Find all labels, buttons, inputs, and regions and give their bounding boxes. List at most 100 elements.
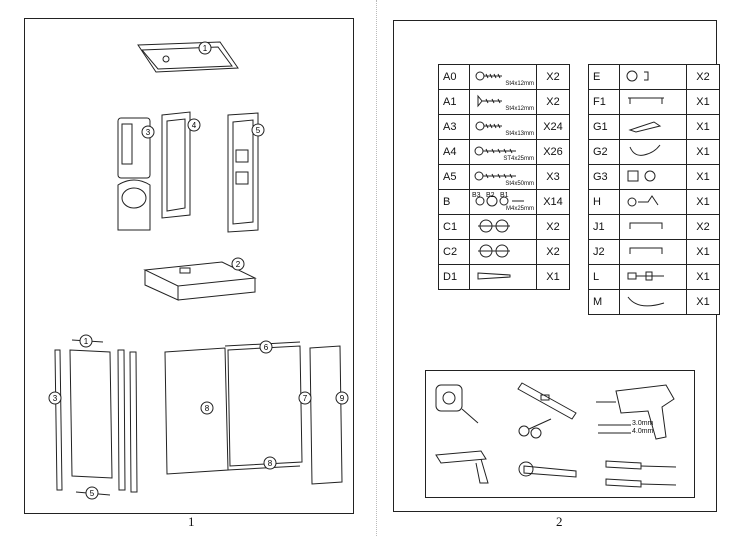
part-size: M4x25mm [505,206,534,212]
svg-text:3: 3 [53,394,58,403]
hose-hook-icon [619,139,687,165]
screwdriver-icon [605,460,677,470]
spirit-level-icon [517,382,577,420]
part-code: A5 [438,164,470,190]
part-quantity: X1 [536,264,570,290]
part-quantity: X14 [536,189,570,215]
parts_right-row: L X1 [588,264,720,290]
svg-text:7: 7 [303,394,308,403]
callout-panel-b: 4 [187,118,201,132]
sub-part-label: B3 [472,192,481,199]
shower-hose-icon [619,289,687,315]
part-size: St4x13mm [505,131,534,137]
side-panel-illustration-c [227,112,259,233]
callout-top-rail: 6 [259,340,273,354]
svg-text:1: 1 [84,337,89,346]
long-screw-icon: St4x50mm [469,164,537,190]
svg-text:6: 6 [264,343,269,352]
parts_left-row: C1 X2 [438,214,570,240]
callout-frame-9: 9 [335,391,349,405]
svg-text:2: 2 [236,260,241,269]
svg-text:4: 4 [192,121,197,130]
drill-size-3mm: 3.0mm [632,420,654,427]
drain-pipe-icon [619,264,687,290]
svg-text:5: 5 [256,126,261,135]
part-quantity: X1 [686,89,720,115]
callout-frame-7: 7 [298,391,312,405]
callout-bottom: 5 [85,486,99,500]
page-number-right: 2 [556,514,563,529]
part-code: C1 [438,214,470,240]
handle-icon [619,239,687,265]
part-quantity: X2 [536,214,570,240]
drill-size-4mm: 4.0mm [632,428,654,435]
callout-frame-3: 3 [48,391,62,405]
part-quantity: X2 [536,64,570,90]
towel-bar-icon [619,89,687,115]
part-code: A1 [438,89,470,115]
enclosure-frame-illustration [54,339,343,496]
side-panel-illustration-a [117,117,151,231]
screwdriver-icon [605,478,677,488]
callout-frame-8: 8 [200,401,214,415]
holder-icon [619,164,687,190]
electric-drill-icon [596,384,675,440]
part-quantity: X1 [686,189,720,215]
cap-icon [619,64,687,90]
svg-text:8: 8 [205,404,210,413]
callout-panel-a: 3 [141,125,155,139]
part-code: G1 [588,114,620,140]
tape-measure-icon [435,384,479,424]
part-code: F1 [588,89,620,115]
self-tapping-screw-icon: St4x13mm [469,114,537,140]
part-quantity: X1 [686,114,720,140]
page-number-left: 1 [188,514,195,529]
callout-roof: 1 [198,41,212,55]
svg-text:9: 9 [340,394,345,403]
part-quantity: X2 [536,239,570,265]
part-quantity: X26 [536,139,570,165]
part-code: E [588,64,620,90]
shower-tray-illustration [143,261,257,301]
svg-text:1: 1 [203,44,208,53]
part-size: St4x12mm [505,106,534,112]
drill-bit-icon [598,424,631,434]
shower-bracket-icon [619,114,687,140]
silicone-gun-icon [435,450,489,484]
svg-text:5: 5 [90,489,95,498]
part-quantity: X1 [686,164,720,190]
sub-part-label: B1 [500,192,509,199]
parts_right-row: F1 X1 [588,89,720,115]
binding-fold [376,0,377,536]
long-screw-icon: ST4x25mm [469,139,537,165]
parts_right-row: G1 X1 [588,114,720,140]
sub-part-label: B2 [486,192,495,199]
self-tapping-screw-icon: St4x12mm [469,64,537,90]
part-quantity: X1 [686,264,720,290]
adjustable-wrench-icon [518,461,577,478]
wall-plug-icon [469,264,537,290]
part-size: ST4x25mm [503,156,534,162]
roof-panel-illustration [137,41,239,73]
part-quantity: X2 [686,64,720,90]
scissors-icon [518,418,552,439]
svg-text:8: 8 [268,459,273,468]
part-code: L [588,264,620,290]
callout-panel-c: 5 [251,123,265,137]
required-tools-panel: 3.0mm 4.0mm [425,370,695,498]
callout-bottom-rail: 8 [263,456,277,470]
part-quantity: X1 [686,239,720,265]
